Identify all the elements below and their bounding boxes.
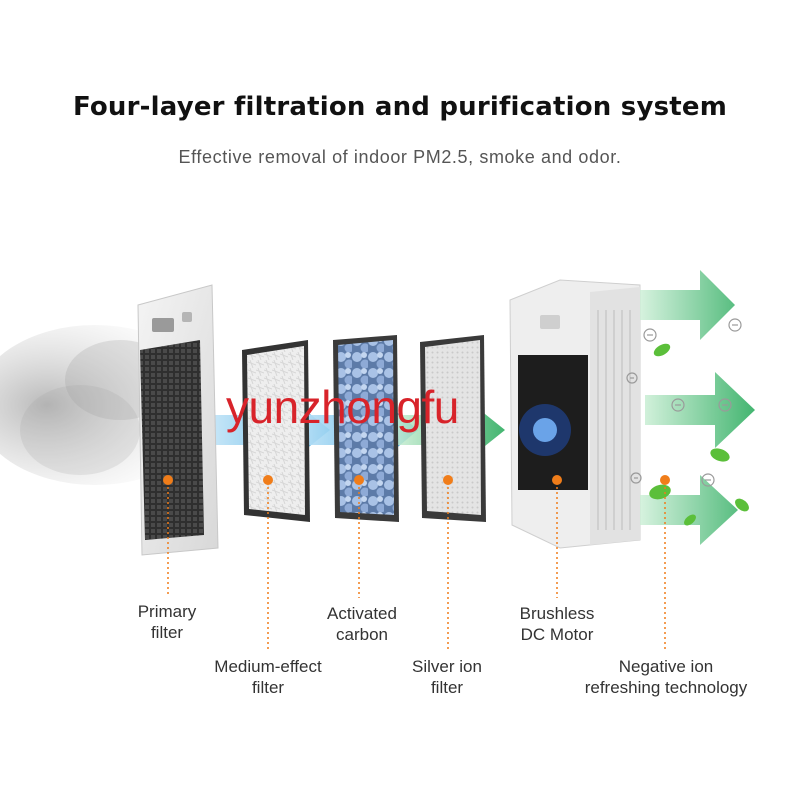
page-subtitle: Effective removal of indoor PM2.5, smoke… xyxy=(178,147,622,167)
label-primary-filter: Primary filter xyxy=(67,601,267,643)
label-silver-ion-filter: Silver ion filter xyxy=(347,656,547,698)
marker-negative-ion xyxy=(660,475,670,485)
label-line: filter xyxy=(251,678,285,697)
medium-effect-filter-panel xyxy=(242,340,310,522)
label-medium-effect-filter: Medium-effect filter xyxy=(168,656,368,698)
silver-ion-filter-panel xyxy=(420,335,486,522)
label-line: Primary xyxy=(137,602,197,621)
watermark: yunzhongfu xyxy=(226,381,459,433)
marker-silver xyxy=(443,475,453,485)
label-line: carbon xyxy=(336,625,388,644)
marker-primary xyxy=(163,475,173,485)
purifier-body xyxy=(509,279,641,549)
label-activated-carbon: Activated carbon xyxy=(262,603,462,645)
negative-ion-icons xyxy=(626,318,742,487)
label-negative-ion: Negative ion refreshing technology xyxy=(566,656,766,698)
marker-motor xyxy=(552,475,562,485)
label-line: Medium-effect xyxy=(214,657,322,676)
marker-medium xyxy=(263,475,273,485)
label-line: Negative ion xyxy=(618,657,714,676)
clean-air-arrows xyxy=(640,270,755,545)
label-brushless-motor: Brushless DC Motor xyxy=(457,603,657,645)
label-line: refreshing technology xyxy=(584,678,748,697)
label-line: Activated xyxy=(327,604,397,623)
label-line: Silver ion xyxy=(412,657,482,676)
marker-carbon xyxy=(354,475,364,485)
leaf-icons xyxy=(649,343,749,526)
primary-filter-panel xyxy=(137,284,219,556)
label-line: Brushless xyxy=(519,604,595,623)
activated-carbon-panel xyxy=(333,335,399,522)
label-line: filter xyxy=(150,623,184,642)
label-line: filter xyxy=(430,678,464,697)
callout-markers xyxy=(163,475,670,650)
page-title: Four-layer filtration and purification s… xyxy=(72,92,728,122)
label-line: DC Motor xyxy=(520,625,594,644)
